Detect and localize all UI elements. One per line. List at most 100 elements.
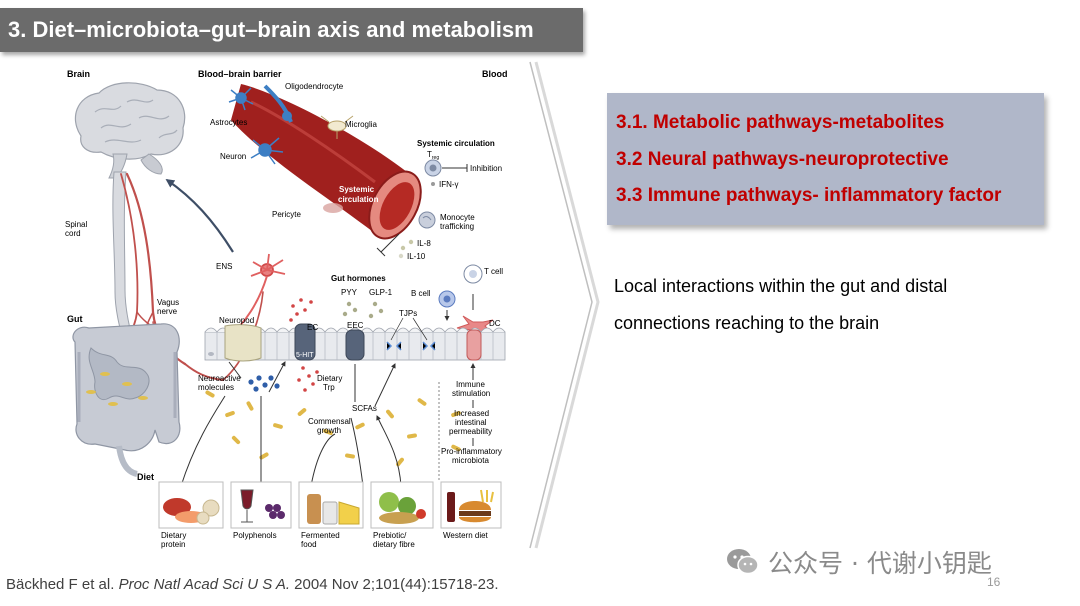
label-vagus-2: nerve bbox=[157, 307, 178, 316]
label-eec: EEC bbox=[347, 321, 364, 330]
description-line-2: connections reaching to the brain bbox=[614, 313, 880, 333]
label-gut: Gut bbox=[67, 314, 83, 324]
label-dietary-protein-1: Dietary bbox=[161, 531, 186, 540]
food-western bbox=[440, 481, 502, 529]
label-neuron: Neuron bbox=[220, 152, 246, 161]
slide-title: 3. Diet–microbiota–gut–brain axis and me… bbox=[8, 17, 534, 42]
citation: Bäckhed F et al. Proc Natl Acad Sci U S … bbox=[6, 576, 499, 593]
pathway-metabolic: 3.1. Metabolic pathways-metabolites bbox=[616, 112, 945, 133]
serotonin-dots bbox=[289, 298, 319, 392]
label-neuropod: Neuropod bbox=[219, 316, 254, 325]
blood-vessel bbox=[231, 84, 422, 240]
il10-dot bbox=[398, 253, 404, 259]
title-bar: 3. Diet–microbiota–gut–brain axis and me… bbox=[0, 8, 583, 52]
label-dietary-trp-2: Trp bbox=[323, 383, 335, 392]
hormone-dots bbox=[342, 301, 384, 319]
t-cell bbox=[463, 264, 483, 284]
scfa-arrows bbox=[354, 364, 395, 407]
epithelium: 5-HIT bbox=[204, 323, 506, 362]
astrocyte-cell bbox=[228, 87, 254, 111]
ifn-dot bbox=[431, 182, 435, 186]
pathway-immune: 3.3 Immune pathways- inflammatory factor bbox=[616, 185, 1002, 206]
label-microglia: Microglia bbox=[345, 120, 378, 129]
pathway-neural: 3.2 Neural pathways-neuroprotective bbox=[616, 149, 949, 170]
tjps-pointer bbox=[390, 317, 428, 341]
gut-brain-axis-figure: Brain Blood–brain barrier Blood Oligoden… bbox=[65, 69, 508, 549]
label-dc: DC bbox=[489, 319, 501, 328]
label-diet: Diet bbox=[137, 472, 154, 482]
label-systemic-vessel-2: circulation bbox=[338, 195, 379, 204]
description-line-1: Local interactions within the gut and di… bbox=[614, 276, 948, 296]
label-spinal-2: cord bbox=[65, 229, 81, 238]
label-systemic-circulation: Systemic circulation bbox=[417, 139, 495, 148]
citation-authors: Bäckhed F et al. bbox=[6, 576, 119, 593]
label-spinal-1: Spinal bbox=[65, 220, 87, 229]
label-commensal-1: Commensal bbox=[308, 417, 351, 426]
food-fermented bbox=[298, 481, 364, 529]
neuron-cell bbox=[250, 137, 284, 165]
label-brain: Brain bbox=[67, 69, 90, 79]
label-blood: Blood bbox=[482, 69, 508, 79]
label-immune-2: stimulation bbox=[452, 389, 490, 398]
label-inhibition: Inhibition bbox=[470, 164, 502, 173]
label-gut-hormones: Gut hormones bbox=[331, 274, 386, 283]
immune-arrows bbox=[447, 294, 474, 320]
label-il8: IL-8 bbox=[417, 239, 431, 248]
inhibition-line bbox=[442, 164, 468, 172]
neuroactive-molecules-dots bbox=[248, 375, 280, 392]
wechat-icon bbox=[727, 549, 759, 575]
label-increased-2: intestinal bbox=[455, 418, 487, 427]
label-increased-3: permeability bbox=[449, 427, 492, 436]
description: Local interactions within the gut and di… bbox=[614, 268, 1034, 342]
label-ifn: IFN-γ bbox=[439, 180, 459, 189]
gut-to-brain-arrow bbox=[165, 178, 234, 253]
label-5hit: 5-HIT bbox=[296, 352, 314, 359]
microbiota-lumen bbox=[205, 390, 461, 467]
label-glp1: GLP-1 bbox=[369, 288, 393, 297]
label-proinflam-2: microbiota bbox=[452, 456, 489, 465]
brain-illustration bbox=[74, 82, 186, 179]
label-systemic-vessel-1: Systemic bbox=[339, 185, 375, 194]
label-monocyte-1: Monocyte bbox=[440, 213, 475, 222]
label-vagus-1: Vagus bbox=[157, 298, 179, 307]
label-immune-1: Immune bbox=[456, 380, 485, 389]
pathways-box: 3.1. Metabolic pathways-metabolites 3.2 … bbox=[607, 93, 1044, 225]
neuroactive-arrows bbox=[228, 362, 285, 393]
label-monocyte-2: trafficking bbox=[440, 222, 474, 231]
label-pericyte: Pericyte bbox=[272, 210, 301, 219]
label-proinflam-1: Pro-inflammatory bbox=[441, 447, 502, 456]
label-polyphenols: Polyphenols bbox=[233, 531, 277, 540]
label-pyy: PYY bbox=[341, 288, 358, 297]
systemic-inhibition-line bbox=[376, 233, 400, 257]
citation-journal: Proc Natl Acad Sci U S A. bbox=[118, 576, 291, 593]
label-scfas: SCFAs bbox=[352, 404, 377, 413]
page-number: 16 bbox=[987, 575, 1001, 589]
label-fermented-1: Fermented bbox=[301, 531, 340, 540]
label-ec: EC bbox=[307, 323, 318, 332]
il8-dot bbox=[400, 245, 406, 251]
label-treg: Treg bbox=[427, 150, 439, 161]
watermark-text: 公众号 · 代谢小钥匙 bbox=[768, 549, 992, 578]
label-dietary-protein-2: protein bbox=[161, 540, 185, 549]
label-tcell: T cell bbox=[484, 267, 503, 276]
label-bbb: Blood–brain barrier bbox=[198, 69, 282, 79]
monocyte-cell bbox=[418, 211, 436, 229]
spinal-cord bbox=[112, 171, 136, 349]
label-increased-1: Increased bbox=[454, 409, 489, 418]
label-tjps: TJPs bbox=[399, 309, 417, 318]
food-dietary-protein bbox=[158, 481, 224, 529]
label-prebiotic-2: dietary fibre bbox=[373, 540, 415, 549]
label-commensal-2: growth bbox=[317, 426, 341, 435]
food-polyphenols bbox=[230, 481, 292, 529]
b-cell bbox=[438, 290, 456, 308]
label-bcell: B cell bbox=[411, 289, 431, 298]
label-neuroactive-1: Neuroactive bbox=[198, 374, 241, 383]
label-ens: ENS bbox=[216, 262, 232, 271]
label-neuroactive-2: molecules bbox=[198, 383, 234, 392]
il8-dot bbox=[408, 239, 414, 245]
label-dietary-trp-1: Dietary bbox=[317, 374, 342, 383]
label-western: Western diet bbox=[443, 531, 489, 540]
label-fermented-2: food bbox=[301, 540, 317, 549]
chevron-divider bbox=[529, 61, 600, 549]
diet-arrows bbox=[180, 395, 402, 487]
